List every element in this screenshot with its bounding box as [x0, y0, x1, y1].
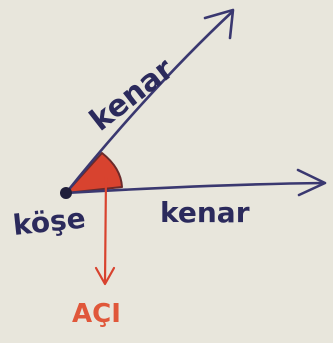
angle-pointer-arrowhead [94, 266, 116, 286]
lower-side-arrowhead [296, 168, 327, 197]
lower-side-label: kenar [160, 196, 250, 229]
upper-side-label: kenar [83, 52, 180, 139]
angle-wedge [65, 152, 123, 194]
upper-side-arrowhead [203, 8, 235, 40]
angle-pointer-arrow [103, 174, 108, 285]
angle-label: AÇI [72, 299, 121, 329]
upper-side-ray [64, 10, 234, 195]
vertex-dot [60, 187, 72, 199]
vertex-label: köşe [11, 202, 87, 242]
lower-side-ray [64, 181, 326, 195]
